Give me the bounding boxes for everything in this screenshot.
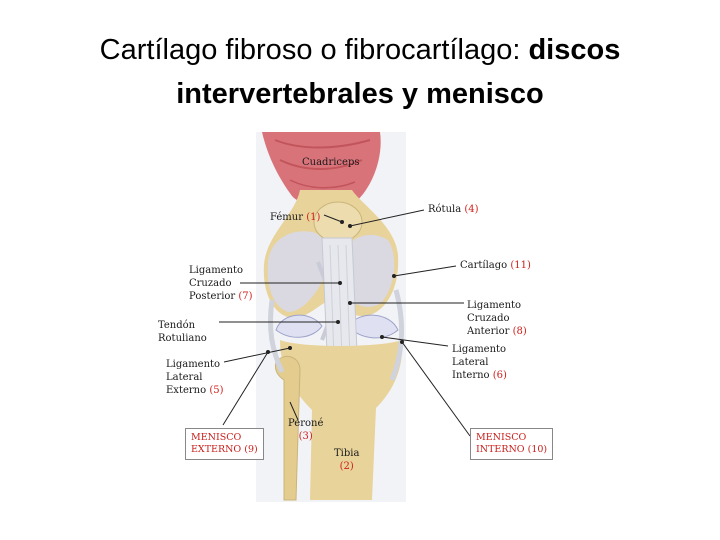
title-bold-1: discos	[528, 34, 621, 66]
label-ligamento-lateral-interno: Ligamento Lateral Interno (6)	[452, 343, 507, 382]
tibia-bone	[280, 340, 403, 500]
mi-line-1: MENISCO	[476, 432, 527, 443]
lca-line-1: Ligamento	[467, 300, 522, 311]
mi-line-2: INTERNO	[476, 444, 525, 455]
me-line-2: EXTERNO	[191, 444, 242, 455]
lateral-collateral-ligament	[267, 299, 285, 374]
tendon-line-2: Rotuliano	[158, 333, 207, 344]
label-ligamento-lateral-externo: Ligamento Lateral Externo (5)	[166, 358, 223, 397]
title-prefix: Cartílago fibroso o fibrocartílago:	[99, 34, 529, 66]
label-rotula-text: Rótula	[428, 204, 462, 215]
lle-line-1: Ligamento	[166, 359, 221, 370]
label-perone-number: (3)	[298, 431, 313, 442]
box-menisco-externo: MENISCO EXTERNO (9)	[185, 428, 264, 460]
lli-line-3: Interno	[452, 370, 490, 381]
leader-lines	[219, 209, 471, 437]
lateral-meniscus	[275, 314, 323, 338]
label-cartilago-text: Cartílago	[460, 260, 508, 271]
label-cartilago-number: (11)	[510, 260, 531, 271]
medial-meniscus	[347, 314, 399, 339]
label-rotula: Rótula (4)	[428, 203, 479, 216]
label-rotula-number: (4)	[464, 204, 479, 215]
lle-line-2: Lateral	[166, 372, 203, 383]
label-tibia-number: (2)	[339, 461, 354, 472]
title-bold-2: intervertebrales y menisco	[176, 78, 544, 110]
label-perone: Peroné (3)	[288, 417, 323, 443]
lcp-line-1: Ligamento	[189, 265, 244, 276]
me-line-1: MENISCO	[191, 432, 242, 443]
label-perone-text: Peroné	[288, 418, 324, 429]
fibula-bone	[275, 355, 301, 501]
lca-line-3: Anterior	[467, 326, 510, 337]
label-tibia: Tibia (2)	[334, 447, 359, 473]
articular-cartilage	[267, 231, 328, 312]
label-cartilago: Cartílago (11)	[460, 259, 531, 272]
label-tendon-rotuliano: Tendón Rotuliano	[158, 319, 207, 345]
label-femur: Fémur (1)	[270, 211, 320, 224]
box-menisco-interno: MENISCO INTERNO (10)	[470, 428, 554, 460]
medial-collateral-ligament	[389, 289, 405, 381]
lli-line-2: Lateral	[452, 357, 489, 368]
lca-number: (8)	[512, 326, 527, 337]
lcp-line-3: Posterior	[189, 291, 236, 302]
lli-number: (6)	[492, 370, 507, 381]
lle-line-3: Externo	[166, 385, 207, 396]
tendon-line-1: Tendón	[158, 320, 196, 331]
lcp-number: (7)	[238, 291, 253, 302]
page-title: Cartílago fibroso o fibrocartílago: disc…	[0, 28, 720, 116]
lca-line-2: Cruzado	[467, 313, 510, 324]
me-number: (9)	[244, 444, 258, 455]
mi-number: (10)	[527, 444, 548, 455]
patella-bone	[313, 201, 363, 243]
label-cuadriceps: Cuadriceps	[302, 157, 360, 168]
label-femur-text: Fémur	[270, 212, 304, 223]
label-ligamento-cruzado-anterior: Ligamento Cruzado Anterior (8)	[467, 299, 527, 338]
label-femur-number: (1)	[306, 212, 321, 223]
lli-line-1: Ligamento	[452, 344, 507, 355]
lle-number: (5)	[209, 385, 224, 396]
lcp-line-2: Cruzado	[189, 278, 232, 289]
label-ligamento-cruzado-posterior: Ligamento Cruzado Posterior (7)	[189, 264, 253, 303]
label-tibia-text: Tibia	[334, 448, 360, 459]
